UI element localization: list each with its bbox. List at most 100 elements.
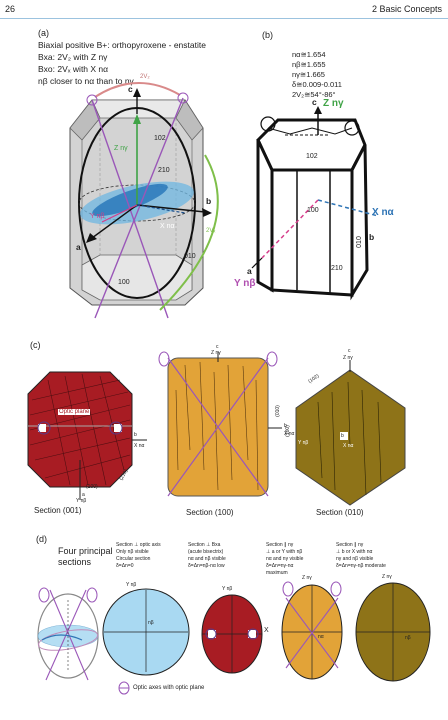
- label-c2-b: b: [284, 423, 287, 429]
- label-c2-z: Z nγ: [211, 350, 221, 356]
- section-001-shape: [27, 371, 133, 488]
- label-a-xn: X nα: [160, 223, 175, 230]
- col3-line3: nα and nγ visible: [266, 556, 304, 562]
- label-b-a: a: [247, 266, 252, 276]
- optic-plane-section: [92, 183, 168, 217]
- b-optic-axis-left: [260, 116, 276, 132]
- label-b-210: 210: [331, 265, 343, 272]
- col3-line5: maximum: [266, 570, 288, 576]
- a-axis: [91, 204, 138, 239]
- optic-axis-legend-icon: [118, 681, 130, 695]
- label-c1-100: (100): [86, 484, 98, 490]
- label-a-zn: Z nγ: [114, 145, 128, 152]
- col4-line1: Section ∥ nγ: [336, 542, 364, 548]
- page-number: 26: [5, 4, 16, 14]
- col3-line1: Section ∥ nγ: [266, 542, 294, 548]
- label-e3-mid: nα: [318, 634, 324, 640]
- label-b-c: c: [312, 97, 317, 107]
- col4-line4: δ=Δn=nγ-nβ moderate: [336, 563, 386, 569]
- label-e2-x: X: [264, 627, 269, 634]
- label-e1-top: Y nβ: [126, 582, 137, 588]
- b-optic-axis-right: [344, 120, 360, 136]
- label-c1-b: b: [134, 432, 137, 438]
- const-birefringence: δ≅0.009-0.011: [292, 80, 342, 89]
- col2-line2: (acute bisectrix): [188, 549, 224, 555]
- col1-line4: δ=Δn=0: [116, 563, 134, 569]
- col1-line2: Only nβ visible: [116, 549, 149, 555]
- col2-line3: nα and nβ visible: [188, 556, 226, 562]
- panel-b-label: (b): [262, 30, 273, 40]
- const-n-beta: nβ≅1.655: [292, 60, 326, 69]
- 2vz-arc: [94, 82, 181, 98]
- col1-line3: Circular section: [116, 556, 151, 562]
- const-n-alpha: nα≅1.654: [292, 50, 326, 59]
- label-a-102: 102: [154, 135, 166, 142]
- label-c1-a: a: [82, 492, 85, 498]
- label-a-a: a: [76, 242, 81, 252]
- crystal-face-100: [81, 254, 193, 301]
- panel-a-label: (a): [38, 28, 49, 38]
- label-c3-z: Z nγ: [343, 355, 353, 361]
- const-2vz: 2V₂≅54°-86°: [292, 90, 336, 99]
- panel-a-line-3: Bxo: 2Vₓ with X nα: [38, 64, 109, 74]
- label-e3-top: Z nγ: [302, 575, 312, 581]
- 2vx-arc: [159, 154, 219, 311]
- label-b-102: 102: [306, 153, 318, 160]
- label-b-yn: Y nβ: [234, 278, 256, 289]
- label-a-2vz: 2V₂: [140, 74, 150, 80]
- label-c2-x: X nα: [284, 431, 295, 437]
- col4-line3: nγ and nβ visible: [336, 556, 374, 562]
- optic-axis-2: [94, 97, 184, 319]
- label-optic-plane: Optic plane: [58, 409, 91, 415]
- section-010-caption: Section (010): [316, 508, 364, 517]
- label-c3-b: b: [341, 433, 344, 439]
- label-e4-mid: nβ: [405, 635, 411, 641]
- panel-a-line-4: nβ closer to nα than to nγ: [38, 76, 134, 86]
- label-a-210: 210: [158, 167, 170, 174]
- panel-a-line-1: Biaxial positive B+: orthopyroxene - ens…: [38, 40, 206, 50]
- b-axis: [136, 204, 206, 213]
- label-a-yn: Y nβ: [90, 213, 105, 220]
- label-c1-y: Y nβ: [76, 498, 87, 504]
- label-a-b: b: [206, 196, 212, 206]
- section-001-caption: Section (001): [34, 506, 82, 515]
- panel-c-label: (c): [30, 340, 41, 350]
- label-c2-c: c: [216, 344, 219, 350]
- col4-line2: ⊥ b or X with nα: [336, 549, 373, 555]
- label-b-b: b: [369, 232, 375, 242]
- col2-line1: Section ⊥ Bxa: [188, 542, 221, 548]
- label-a-2vx: 2Vₓ: [206, 228, 216, 234]
- section-title: 2 Basic Concepts: [371, 4, 442, 14]
- label-c3-c: c: [348, 348, 351, 354]
- col1-line1: Section ⊥ optic axis: [116, 542, 161, 548]
- legend-text: Optic axes with optic plane: [133, 685, 205, 691]
- panel-d-title-1: Four principal: [58, 546, 113, 556]
- label-e1-mid: nβ: [148, 620, 154, 626]
- label-b-100: 100: [307, 207, 319, 214]
- b-x-axis: [317, 199, 379, 217]
- col3-line4: δ=Δn=nγ-nα: [266, 563, 294, 569]
- panel-d-label: (d): [36, 534, 47, 544]
- section-010-shape: [295, 369, 406, 506]
- label-e4-top: Z nγ: [382, 574, 392, 580]
- label-a-010: 010: [184, 253, 196, 260]
- section-100-caption: Section (100): [186, 508, 234, 517]
- label-b-xn: X nα: [372, 207, 394, 218]
- label-c1-x: X nα: [134, 443, 145, 449]
- page-header: 26 2 Basic Concepts: [0, 0, 448, 19]
- label-c3-y: Y nβ: [298, 440, 309, 446]
- col2-line4: δ=Δn=nβ-nα low: [188, 563, 225, 569]
- label-a-c: c: [128, 84, 133, 94]
- label-c3-x: X nα: [343, 443, 354, 449]
- label-b-zn: Z nγ: [323, 98, 344, 109]
- col3-line2: ⊥ a or Y with nβ: [266, 549, 303, 555]
- panel-a-line-2: Bxa: 2V₂ with Z nγ: [38, 52, 108, 62]
- const-n-gamma: nγ≅1.665: [292, 70, 325, 79]
- panel-d-title-2: sections: [58, 557, 92, 567]
- label-a-100: 100: [118, 279, 130, 286]
- label-e2-top: Y nβ: [222, 586, 233, 592]
